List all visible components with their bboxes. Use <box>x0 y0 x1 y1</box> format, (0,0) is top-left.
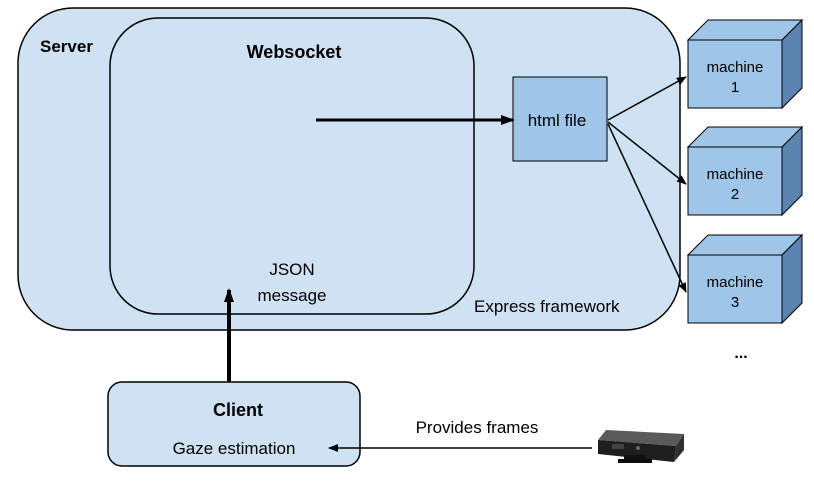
machine-3-label: machine <box>707 274 764 291</box>
machine-1-label: machine <box>707 59 764 76</box>
depth-camera-icon <box>598 430 684 463</box>
gaze-estimation-label: Gaze estimation <box>173 439 296 458</box>
html-file-box <box>512 76 608 162</box>
json-message-label-line2: message <box>258 286 327 305</box>
machine-2-number: 2 <box>731 186 739 203</box>
html-to-machine-2-arrow <box>607 121 687 185</box>
machine-2-label: machine <box>707 166 764 183</box>
html-to-machine-1-arrow <box>607 76 687 121</box>
machine-3-cube <box>686 233 804 325</box>
machine-1-number: 1 <box>731 79 739 96</box>
more-machines-ellipsis: ... <box>734 345 747 362</box>
html-to-machine-3-arrow <box>607 123 687 293</box>
html-file-label: html file <box>528 111 587 130</box>
websocket-box <box>109 17 475 315</box>
websocket-label: Websocket <box>247 42 342 62</box>
json-message-label-line1: JSON <box>269 260 314 279</box>
client-box <box>107 381 361 467</box>
machine-3-number: 3 <box>731 294 739 311</box>
machine-2-cube <box>686 125 804 217</box>
express-framework-label: Express framework <box>474 297 620 316</box>
provides-frames-label: Provides frames <box>416 418 539 437</box>
client-label: Client <box>213 400 263 420</box>
machine-1-cube <box>686 18 804 110</box>
server-label: Server <box>40 37 93 56</box>
